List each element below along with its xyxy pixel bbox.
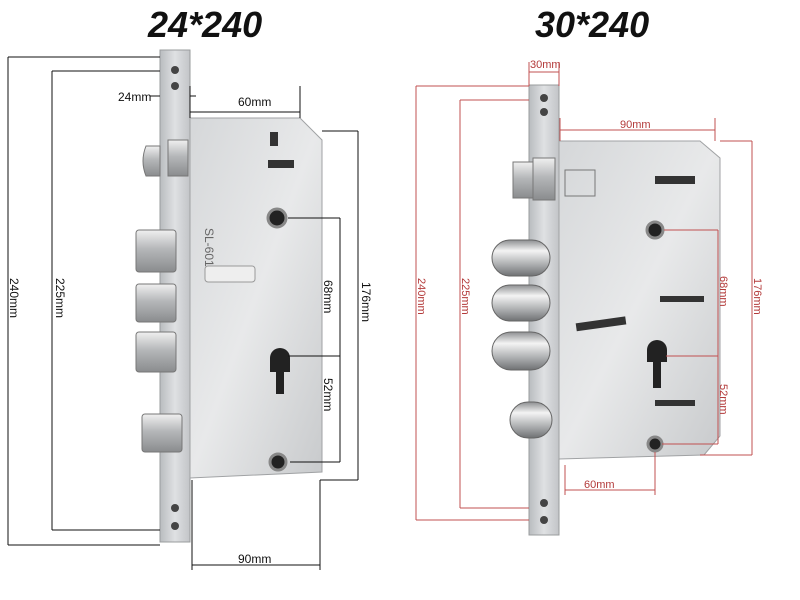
left-dim-faceplate-width: 24mm bbox=[118, 90, 151, 104]
right-faceplate-screw-hole bbox=[540, 108, 548, 116]
right-latch-bolt bbox=[532, 157, 556, 201]
left-dim-case-depth: 60mm bbox=[238, 95, 271, 109]
right-dim-spacing-mid: 68mm bbox=[717, 276, 729, 307]
right-case-slot bbox=[564, 169, 596, 197]
left-lock: SL-601 bbox=[135, 49, 323, 543]
left-deadbolt bbox=[141, 413, 183, 453]
right-dim-backset: 90mm bbox=[620, 119, 651, 131]
left-dim-total-height: 240mm bbox=[7, 278, 21, 318]
left-faceplate-screw-hole bbox=[171, 66, 179, 74]
right-case-slot bbox=[655, 400, 695, 406]
left-faceplate-screw-hole bbox=[171, 82, 179, 90]
left-cylinder-cutout bbox=[270, 348, 290, 394]
left-case-slot bbox=[270, 132, 278, 146]
right-faceplate-screw-hole bbox=[540, 499, 548, 507]
right-faceplate-screw-hole bbox=[540, 516, 548, 524]
right-case-slot bbox=[575, 316, 627, 332]
left-case-slot bbox=[268, 160, 294, 168]
left-latch-bolt bbox=[167, 139, 189, 177]
left-lock-case bbox=[189, 117, 323, 479]
right-dim-case-depth: 60mm bbox=[584, 479, 615, 491]
right-spindle-hole bbox=[645, 220, 665, 240]
left-dim-spacing-low: 52mm bbox=[321, 378, 335, 411]
left-lock-title: 24*240 bbox=[148, 4, 263, 45]
left-deadbolt bbox=[135, 331, 177, 373]
left-dim-spacing-top: 176mm bbox=[359, 282, 373, 322]
left-latch-bolt bbox=[142, 145, 161, 177]
left-deadbolt bbox=[135, 229, 177, 273]
right-case-slot bbox=[655, 176, 695, 184]
left-dim-case-height: 225mm bbox=[53, 278, 67, 318]
right-case-slot bbox=[660, 296, 704, 302]
right-round-deadbolt bbox=[491, 284, 551, 322]
right-dim-total-height: 240mm bbox=[415, 278, 427, 315]
right-dimension-lines bbox=[415, 62, 753, 521]
left-dimension-lines bbox=[7, 56, 359, 570]
right-faceplate-screw-hole bbox=[540, 94, 548, 102]
left-dim-spacing-mid: 68mm bbox=[321, 280, 335, 313]
right-lock bbox=[491, 84, 721, 536]
right-latch-bolt bbox=[512, 161, 536, 199]
left-lower-spindle-hole bbox=[268, 452, 288, 472]
right-round-deadbolt bbox=[491, 331, 551, 371]
left-dim-backset: 90mm bbox=[238, 552, 271, 566]
left-deadbolt bbox=[135, 283, 177, 323]
left-case-slot bbox=[204, 265, 256, 283]
right-dim-faceplate-width: 30mm bbox=[530, 59, 561, 71]
left-case-engraving: SL-601 bbox=[202, 228, 216, 267]
right-lock-title: 30*240 bbox=[535, 4, 650, 45]
right-dim-spacing-low: 52mm bbox=[717, 384, 729, 415]
left-faceplate-screw-hole bbox=[171, 504, 179, 512]
left-faceplate-screw-hole bbox=[171, 522, 179, 530]
left-spindle-hole bbox=[266, 207, 288, 229]
right-round-deadbolt bbox=[509, 401, 553, 439]
right-dim-case-height: 225mm bbox=[459, 278, 471, 315]
right-round-deadbolt bbox=[491, 239, 551, 277]
right-lower-spindle-hole bbox=[646, 435, 664, 453]
right-lock-case bbox=[558, 140, 721, 460]
right-dim-spacing-top: 176mm bbox=[751, 278, 763, 315]
right-cylinder-cutout bbox=[647, 340, 667, 388]
